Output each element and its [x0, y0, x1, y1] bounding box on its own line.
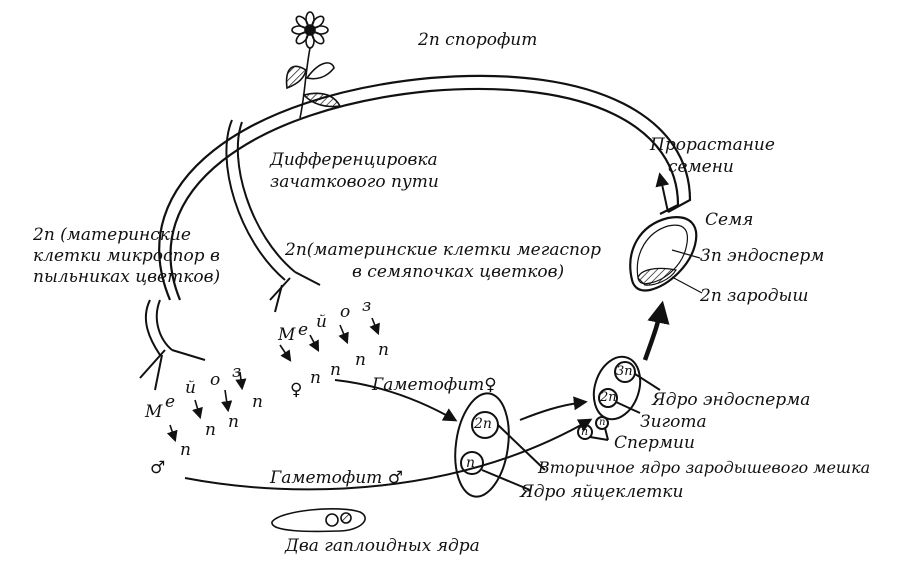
label-gametophyte-male: Гаметофит ♂ — [270, 468, 403, 488]
label-egg-nucleus: Ядро яйцеклетки — [520, 482, 684, 502]
label-microspore-1: 2n (материнские — [33, 225, 191, 245]
arrow-to-seed — [642, 300, 670, 361]
label-differentiation-1: Дифференцировка — [270, 150, 438, 170]
cell-n-label: n — [466, 455, 476, 471]
sperm-n-label-2: n — [599, 417, 606, 428]
haploid-mega-4: n — [378, 340, 389, 360]
label-embryo-2n: 2n зародыш — [700, 286, 809, 306]
cell-3n-label: 3n — [616, 364, 633, 379]
embryo-sac — [454, 392, 546, 498]
label-seed: Семя — [705, 210, 754, 230]
female-symbol-mega: ♀ — [290, 380, 303, 400]
cell-2n-label: 2n — [474, 416, 492, 432]
label-megaspore-1: 2n(материнские клетки мегаспор — [285, 240, 602, 260]
meiosis-letter-micro-5: з — [232, 362, 242, 382]
arrow-male-gametophyte — [184, 418, 593, 491]
meiosis-letter-mega-3: й — [316, 312, 327, 332]
male-symbol-micro: ♂ — [150, 458, 166, 478]
seed-icon — [629, 216, 703, 294]
meiosis-letter-mega-1: М — [278, 325, 296, 345]
haploid-micro-1: n — [180, 440, 191, 460]
label-sporophyte: 2n спорофит — [418, 30, 538, 50]
megaspore-branch — [225, 119, 321, 313]
label-differentiation-2: зачаткового пути — [270, 172, 439, 192]
haploid-mega-2: n — [330, 360, 341, 380]
fertilized-ovule — [577, 355, 661, 441]
label-two-haploid-nuclei: Два гаплоидных ядра — [285, 536, 480, 556]
pollen-grain-icon — [271, 508, 366, 533]
label-endosperm-3n: 3n эндосперм — [700, 246, 825, 266]
meiosis-letter-mega-5: з — [362, 296, 372, 316]
label-germination-2: семени — [668, 157, 734, 177]
haploid-micro-3: n — [228, 412, 239, 432]
label-germination-1: Прорастание — [650, 135, 775, 155]
microspore-branch — [139, 299, 206, 391]
sporophyte-loop — [158, 74, 692, 301]
arrow-embryo-sac — [519, 396, 588, 421]
female-icon: ♀ — [484, 375, 497, 395]
male-icon: ♂ — [387, 468, 403, 488]
haploid-mega-1: n — [310, 368, 321, 388]
arrow-female-gametophyte — [334, 379, 458, 422]
meiosis-letter-micro-2: е — [165, 392, 176, 412]
label-microspore-3: пыльниках цветков) — [33, 267, 221, 287]
arrow-germination — [655, 172, 670, 213]
meiosis-letter-mega-2: е — [298, 320, 309, 340]
meiosis-arrows-micro — [166, 371, 247, 443]
haploid-mega-3: n — [355, 350, 366, 370]
meiosis-letter-micro-1: М — [145, 402, 163, 422]
label-secondary-nucleus: Вторичное ядро зародышевого мешка — [538, 458, 871, 477]
meiosis-letter-micro-4: о — [210, 370, 221, 390]
meiosis-letter-mega-4: о — [340, 302, 351, 322]
flower-icon — [285, 11, 342, 119]
label-gametophyte-female: Гаметофит♀ — [372, 375, 497, 395]
label-sperms: Спермии — [614, 433, 695, 453]
haploid-micro-2: n — [205, 420, 216, 440]
label-microspore-2: клетки микроспор в — [33, 246, 220, 266]
meiosis-letter-micro-3: й — [185, 378, 196, 398]
label-zygote: Зигота — [640, 412, 707, 432]
haploid-micro-4: n — [252, 392, 263, 412]
zygote-2n-label: 2n — [600, 390, 617, 405]
label-endosperm-nucleus: Ядро эндосперма — [652, 390, 811, 410]
meiosis-arrows-mega — [279, 317, 380, 362]
label-megaspore-2: в семяпочках цветков) — [352, 262, 565, 282]
sperm-n-label-1: n — [581, 425, 589, 438]
